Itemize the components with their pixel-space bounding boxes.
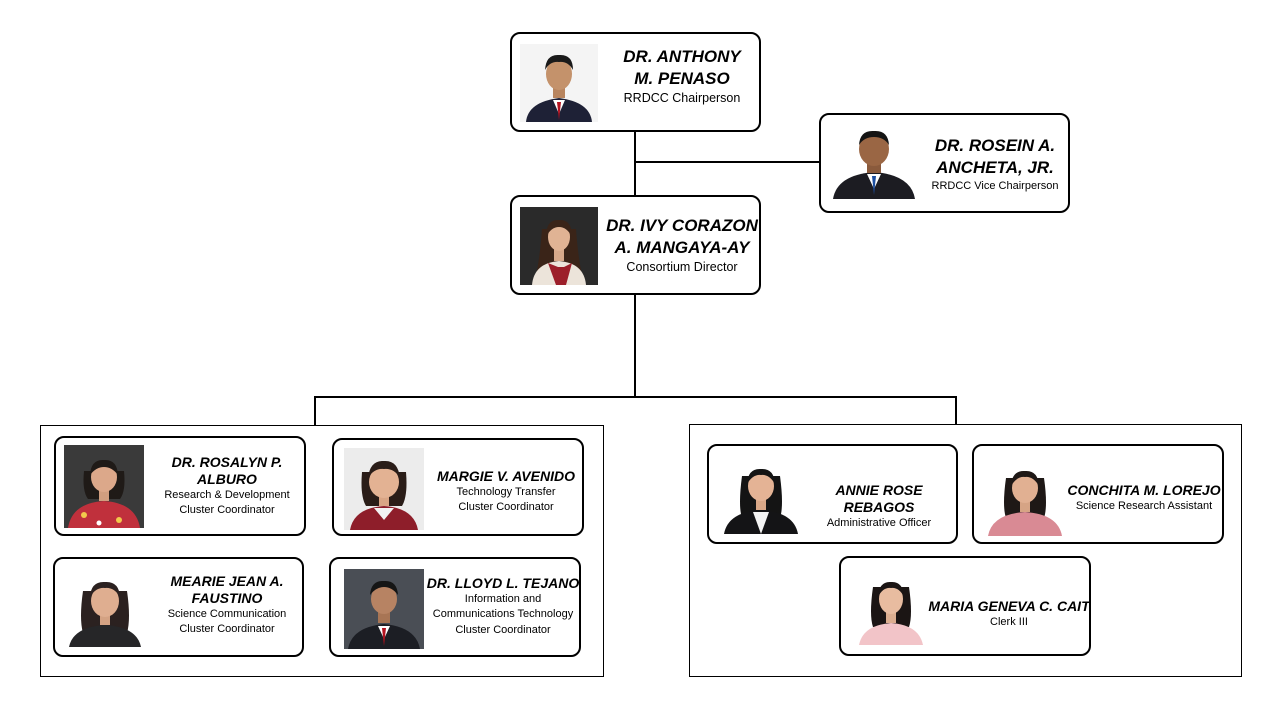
chairperson-photo [520, 44, 598, 122]
staff-card-admin: ANNIE ROSE REBAGOS Administrative Office… [707, 444, 958, 544]
coordinator-card-sc: MEARIE JEAN A. FAUSTINO Science Communic… [53, 557, 304, 657]
staff-role-sra: Science Research Assistant [1075, 499, 1213, 512]
connector-director-down [634, 294, 636, 397]
staff-photo-sra [984, 456, 1066, 536]
vice-chairperson-name: DR. ROSEIN A. ANCHETA, JR. [934, 136, 1056, 178]
staff-photo-clerk [857, 567, 925, 645]
coordinator-card-tt: MARGIE V. AVENIDO Technology Transfer Cl… [332, 438, 584, 536]
coordinator-role-ict: Information and Communications Technolog… [432, 592, 574, 636]
coordinator-name-sc: MEARIE JEAN A. FAUSTINO [170, 573, 284, 606]
connector-right-drop [955, 396, 957, 426]
chairperson-card: DR. ANTHONY M. PENASO RRDCC Chairperson [510, 32, 761, 132]
staff-name-clerk: MARIA GENEVA C. CAIT [928, 598, 1090, 614]
staff-name-sra: CONCHITA M. LOREJO [1067, 482, 1221, 498]
chairperson-role: RRDCC Chairperson [623, 91, 741, 106]
coordinator-photo-rd [64, 445, 144, 528]
coordinator-role-sc: Science Communication Cluster Coordinato… [167, 607, 287, 635]
director-card: DR. IVY CORAZON A. MANGAYA-AY Consortium… [510, 195, 761, 295]
vice-chairperson-card: DR. ROSEIN A. ANCHETA, JR. RRDCC Vice Ch… [819, 113, 1070, 213]
connector-chair-director [634, 131, 636, 197]
coordinator-role-tt: Technology Transfer Cluster Coordinator [456, 485, 556, 514]
staff-card-clerk: MARIA GENEVA C. CAIT Clerk III [839, 556, 1091, 656]
vice-chairperson-photo [829, 123, 919, 199]
staff-card-sra: CONCHITA M. LOREJO Science Research Assi… [972, 444, 1224, 544]
coordinator-card-rd: DR. ROSALYN P. ALBURO Research & Develop… [54, 436, 306, 536]
coordinator-photo-tt [344, 448, 424, 530]
coordinator-name-rd: DR. ROSALYN P. ALBURO [171, 454, 283, 487]
coordinator-card-ict: DR. LLOYD L. TEJANO Information and Comm… [329, 557, 581, 657]
staff-name-admin: ANNIE ROSE REBAGOS [835, 482, 923, 515]
coordinator-photo-sc [63, 567, 147, 647]
connector-vice [635, 161, 821, 163]
coordinator-photo-ict [344, 569, 424, 649]
staff-role-clerk: Clerk III [990, 615, 1028, 628]
connector-horizontal [314, 396, 957, 398]
director-role: Consortium Director [626, 260, 738, 275]
coordinator-role-rd: Research & Development Cluster Coordinat… [164, 488, 290, 516]
director-name: DR. IVY CORAZON A. MANGAYA-AY [606, 216, 758, 258]
coordinator-name-ict: DR. LLOYD L. TEJANO [426, 575, 580, 591]
connector-left-drop [314, 396, 316, 426]
coordinator-name-tt: MARGIE V. AVENIDO [437, 468, 575, 484]
vice-chairperson-role: RRDCC Vice Chairperson [931, 180, 1059, 193]
staff-photo-admin [720, 456, 802, 534]
director-photo [520, 207, 598, 285]
staff-role-admin: Administrative Officer [826, 516, 932, 529]
chairperson-name: DR. ANTHONY M. PENASO [623, 47, 741, 89]
